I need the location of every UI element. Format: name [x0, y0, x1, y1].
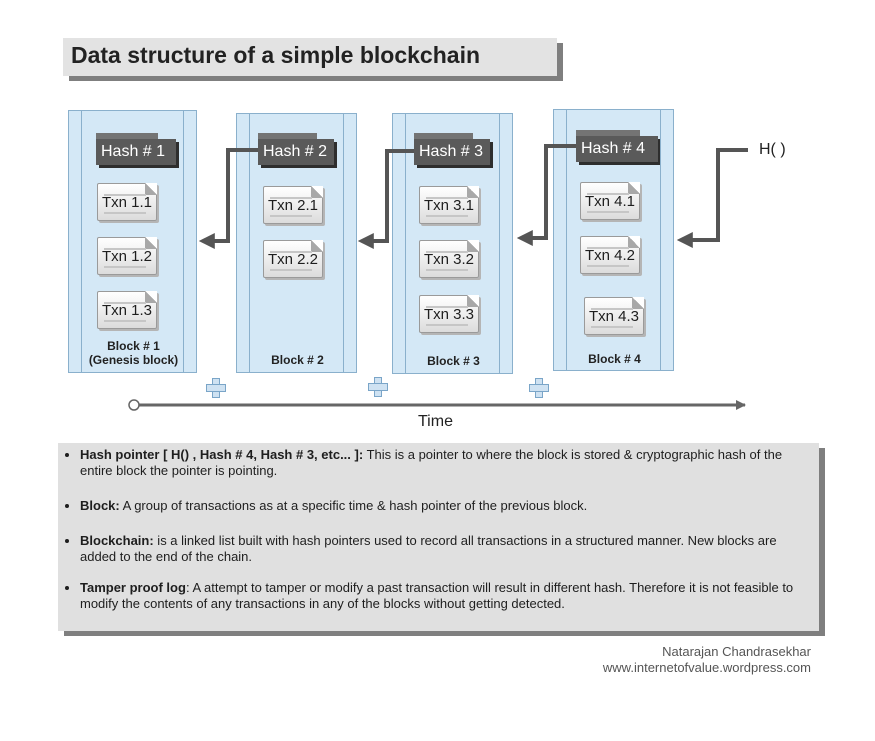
- txn-label: Txn 4.3: [588, 308, 640, 325]
- plus-icon: [368, 377, 388, 397]
- hash-pointer-2: Hash # 2: [258, 133, 334, 165]
- block-label-1: Block # 1 (Genesis block): [69, 339, 198, 367]
- transaction-2-1: Txn 2.1: [263, 186, 323, 224]
- time-axis-origin: [128, 399, 140, 411]
- note-text: A group of transactions as at a specific…: [119, 498, 588, 513]
- block-name: Block # 3: [427, 354, 480, 368]
- plus-icon: [529, 378, 549, 398]
- block-name: Block # 2: [271, 353, 324, 367]
- time-label: Time: [418, 413, 453, 430]
- txn-label: Txn 4.1: [584, 193, 636, 210]
- txn-label: Txn 1.1: [101, 194, 153, 211]
- note-term: Hash pointer [ H() , Hash # 4, Hash # 3,…: [80, 447, 364, 462]
- block-name: Block # 1: [107, 339, 160, 353]
- hash-label-3: Hash # 3: [419, 143, 484, 160]
- page-title: Data structure of a simple blockchain: [71, 42, 481, 68]
- hash-label-1: Hash # 1: [101, 143, 166, 160]
- hash-label-2: Hash # 2: [263, 143, 328, 160]
- transaction-1-3: Txn 1.3: [97, 291, 157, 329]
- block-name: Block # 4: [588, 352, 641, 366]
- note-blockchain: Blockchain: is a linked list built with …: [80, 533, 811, 565]
- note-term: Tamper proof log: [80, 580, 186, 595]
- txn-label: Txn 3.2: [423, 251, 475, 268]
- credit-site: www.internetofvalue.wordpress.com: [602, 660, 811, 675]
- transaction-4-2: Txn 4.2: [580, 236, 640, 274]
- notes-panel: Hash pointer [ H() , Hash # 4, Hash # 3,…: [58, 443, 819, 631]
- note-text: : A attempt to tamper or modify a past t…: [80, 580, 794, 611]
- block-sublabel: (Genesis block): [88, 353, 179, 367]
- note-term: Block:: [80, 498, 120, 513]
- hash-pointer-3: Hash # 3: [414, 133, 490, 165]
- hash-pointer-1: Hash # 1: [96, 133, 176, 165]
- block-label-2: Block # 2: [237, 353, 358, 367]
- block-4: Hash # 4 Txn 4.1 Txn 4.2 Txn 4.3 Block #…: [553, 109, 674, 371]
- block-label-4: Block # 4: [554, 352, 675, 366]
- plus-icon: [206, 378, 226, 398]
- txn-label: Txn 3.3: [423, 306, 475, 323]
- transaction-3-3: Txn 3.3: [419, 295, 479, 333]
- txn-label: Txn 3.1: [423, 197, 475, 214]
- note-tamper-proof-log: Tamper proof log: A attempt to tamper or…: [80, 580, 811, 612]
- hash-function-arrow: [676, 148, 748, 248]
- transaction-1-1: Txn 1.1: [97, 183, 157, 221]
- txn-label: Txn 1.2: [101, 248, 153, 265]
- hash-label-4: Hash # 4: [581, 140, 646, 157]
- transaction-4-1: Txn 4.1: [580, 182, 640, 220]
- block-1: Hash # 1 Txn 1.1 Txn 1.2 Txn 1.3 Block #…: [68, 110, 197, 373]
- credit-author: Natarajan Chandrasekhar: [662, 644, 811, 659]
- note-text: is a linked list built with hash pointer…: [80, 533, 777, 564]
- hash-function-label: H( ): [759, 141, 786, 158]
- transaction-2-2: Txn 2.2: [263, 240, 323, 278]
- note-text: This is a pointer to where the block is …: [80, 447, 783, 478]
- txn-label: Txn 2.1: [267, 197, 319, 214]
- note-hash-pointer: Hash pointer [ H() , Hash # 4, Hash # 3,…: [80, 447, 811, 479]
- transaction-4-3: Txn 4.3: [584, 297, 644, 335]
- credit: Natarajan Chandrasekhar www.internetofva…: [603, 644, 811, 676]
- transaction-1-2: Txn 1.2: [97, 237, 157, 275]
- hash-pointer-4: Hash # 4: [576, 130, 658, 162]
- note-block: Block: A group of transactions as at a s…: [80, 498, 811, 514]
- title-box: Data structure of a simple blockchain: [63, 38, 557, 76]
- note-term: Blockchain:: [80, 533, 154, 548]
- block-2: Hash # 2 Txn 2.1 Txn 2.2 Block # 2: [236, 113, 357, 373]
- block-label-3: Block # 3: [393, 354, 514, 368]
- transaction-3-2: Txn 3.2: [419, 240, 479, 278]
- txn-label: Txn 2.2: [267, 251, 319, 268]
- block-3: Hash # 3 Txn 3.1 Txn 3.2 Txn 3.3 Block #…: [392, 113, 513, 374]
- txn-label: Txn 4.2: [584, 247, 636, 264]
- transaction-3-1: Txn 3.1: [419, 186, 479, 224]
- txn-label: Txn 1.3: [101, 302, 153, 319]
